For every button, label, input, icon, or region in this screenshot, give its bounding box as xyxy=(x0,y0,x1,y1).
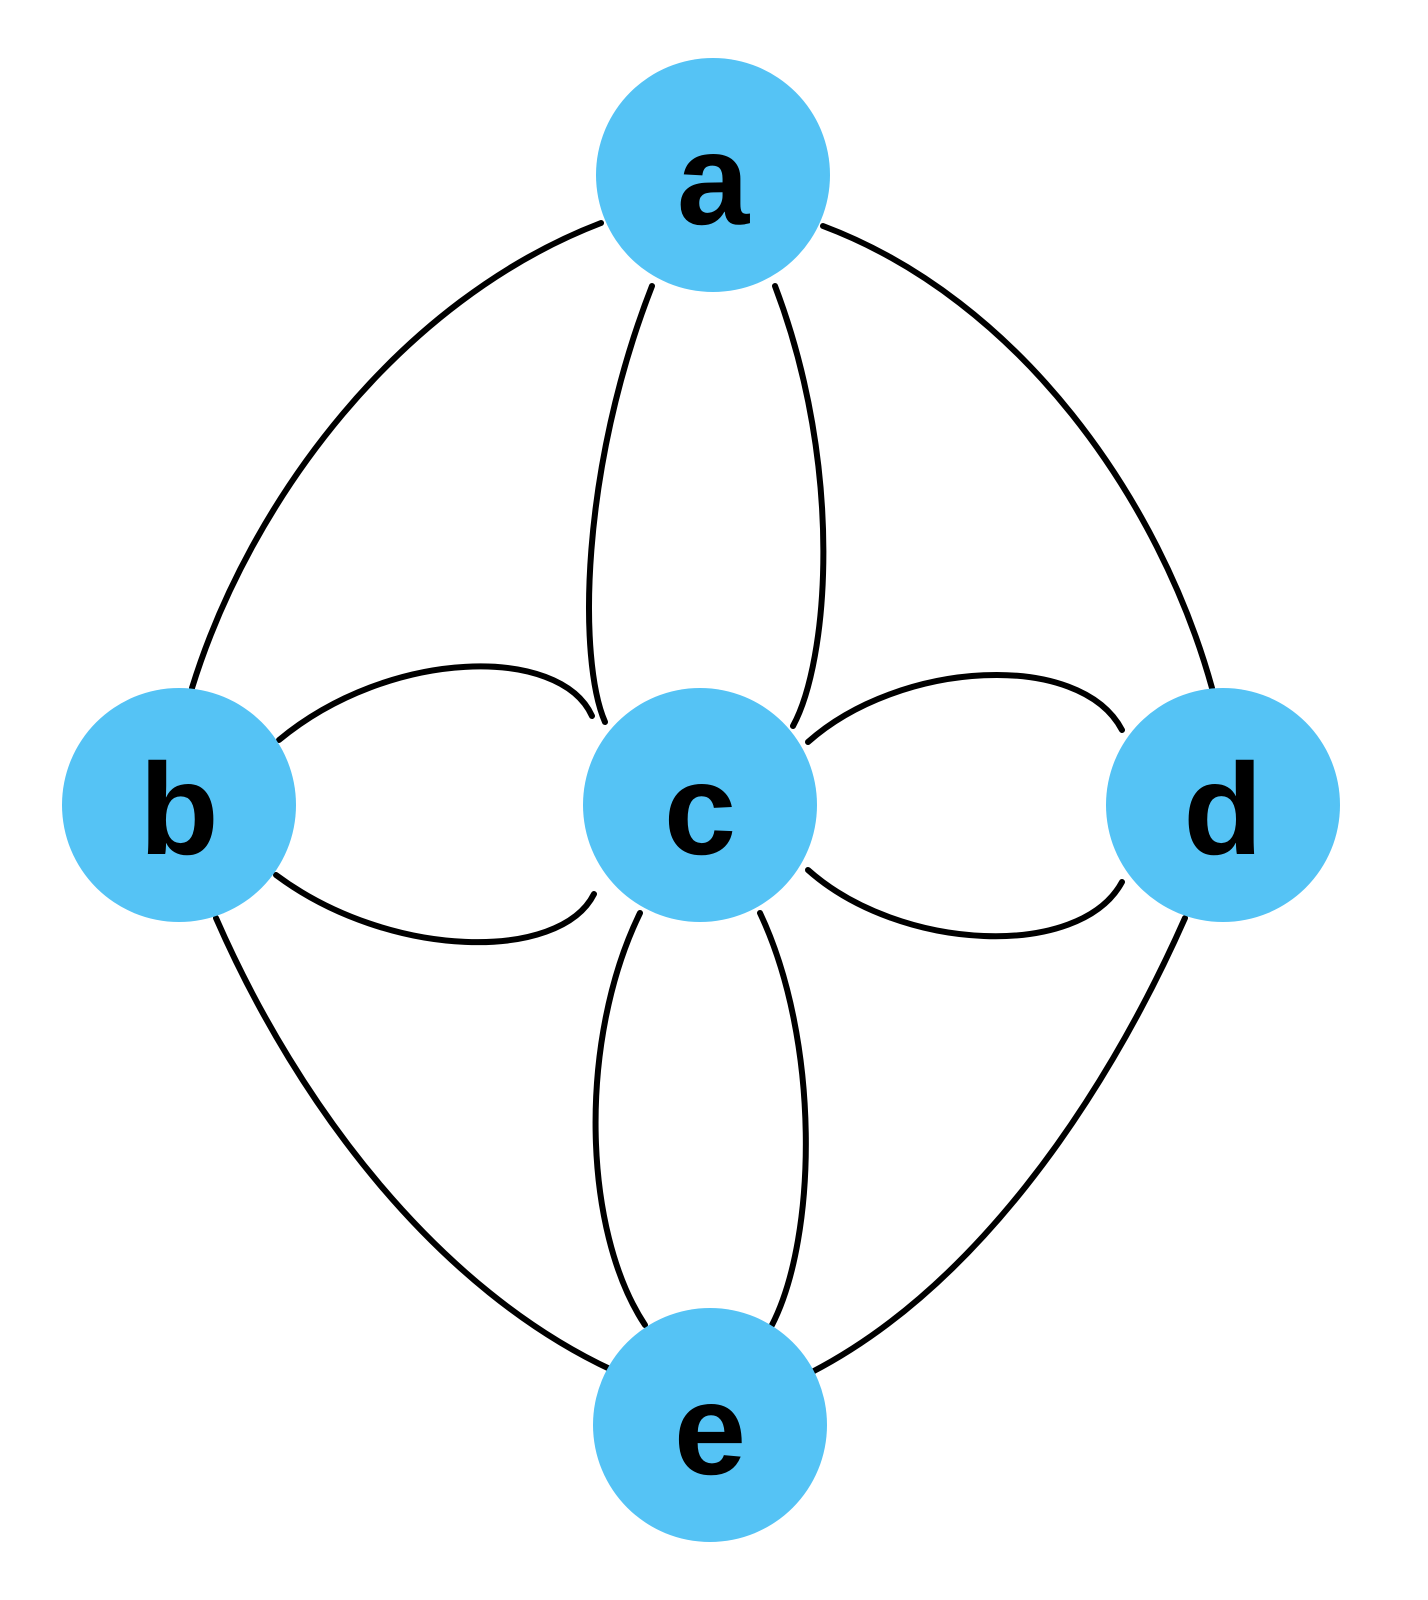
graph-edge-b-c xyxy=(276,663,595,743)
graph-node-circle-a[interactable] xyxy=(596,58,830,292)
graph-edge-c-e xyxy=(592,910,648,1328)
graph-edge-a-c xyxy=(772,283,827,729)
graph-node-circle-e[interactable] xyxy=(593,1308,827,1542)
graph-edge-b-e xyxy=(213,915,615,1373)
graph-edge-a-d xyxy=(820,223,1215,691)
graph-edge-a-c xyxy=(586,283,655,725)
graph-edge-a-b xyxy=(189,220,604,691)
graph-edge-c-d xyxy=(805,672,1125,745)
graph-edge-c-d xyxy=(805,867,1125,940)
edges-layer xyxy=(189,220,1215,1375)
graph-node-label-b: b xyxy=(139,736,218,882)
graph-node-e[interactable]: e xyxy=(593,1308,827,1542)
graph-node-label-e: e xyxy=(674,1356,746,1502)
nodes-layer: a b c d e xyxy=(62,58,1340,1542)
graph-node-label-c: c xyxy=(664,736,736,882)
graph-edge-d-e xyxy=(809,915,1188,1375)
graph-node-label-a: a xyxy=(677,106,751,252)
graph-node-d[interactable]: d xyxy=(1106,688,1340,922)
graph-node-label-d: d xyxy=(1183,736,1262,882)
graph-edge-c-e xyxy=(757,910,809,1328)
graph-node-circle-d[interactable] xyxy=(1106,688,1340,922)
graph-node-circle-b[interactable] xyxy=(62,688,296,922)
graph-node-a[interactable]: a xyxy=(596,58,830,292)
graph-node-c[interactable]: c xyxy=(583,688,817,922)
graph-node-b[interactable]: b xyxy=(62,688,296,922)
graph-node-circle-c[interactable] xyxy=(583,688,817,922)
graph-edge-b-c xyxy=(273,872,597,946)
